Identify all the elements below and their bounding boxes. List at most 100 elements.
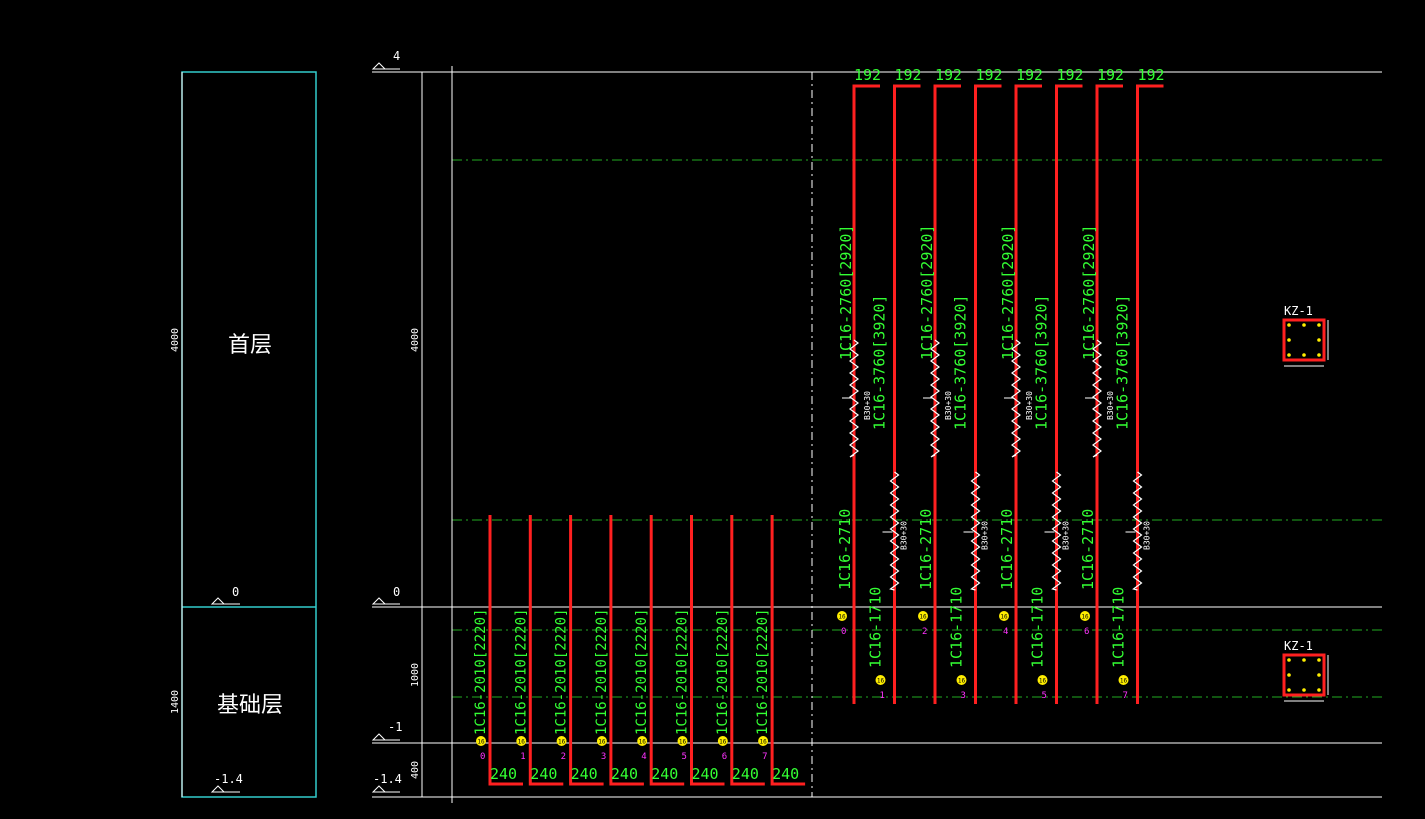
first-floor-name: 首层 bbox=[228, 333, 272, 358]
bar-marker-text: 16 bbox=[1120, 678, 1128, 685]
bar-marker bbox=[758, 736, 769, 746]
splice-zigzag bbox=[1132, 471, 1143, 591]
bar-marker-text: 16 bbox=[639, 739, 647, 746]
upper-bar-index: 5 bbox=[1042, 691, 1047, 701]
upper-bar-long bbox=[1095, 84, 1123, 704]
upper-bar-long-label: 1C16-2760[2920] bbox=[1080, 225, 1098, 360]
foundation-bar-index: 5 bbox=[682, 752, 687, 762]
bar-marker-text: 16 bbox=[719, 739, 727, 746]
lower-bar-label: 1C16-2710 bbox=[1079, 509, 1097, 590]
foundation-bar bbox=[730, 515, 765, 786]
foundation-bar-label: 1C16-2010[2220] bbox=[634, 609, 650, 735]
section-bar-dot bbox=[1287, 658, 1291, 662]
top-hook-label: 192 bbox=[895, 66, 922, 84]
upper-bar-index: 4 bbox=[1003, 627, 1008, 637]
upper-bar-long bbox=[852, 84, 880, 704]
section-bar-dot bbox=[1302, 323, 1306, 327]
bar-marker bbox=[956, 675, 967, 685]
foundation-name: 基础层 bbox=[217, 693, 283, 718]
upper-bar-index: 3 bbox=[961, 691, 966, 701]
foundation-bars: 1C16-2010[2220]1602401C16-2010[2220]1612… bbox=[473, 515, 806, 786]
bottom-hook-label: 240 bbox=[571, 765, 598, 783]
dim-400: 400 bbox=[410, 761, 421, 779]
splice-label: B30+30 bbox=[944, 391, 953, 420]
level-triangle-icon bbox=[371, 62, 387, 70]
splice-label: B30+30 bbox=[1025, 391, 1034, 420]
column-section bbox=[1282, 318, 1326, 362]
foundation-bar bbox=[488, 515, 523, 786]
splice-zigzag bbox=[1011, 339, 1021, 458]
bar-marker-text: 16 bbox=[1000, 614, 1008, 621]
section-bar-dot bbox=[1302, 688, 1306, 692]
top-hook-label: 192 bbox=[935, 66, 962, 84]
bar-marker-text: 16 bbox=[679, 739, 687, 746]
floor-legend: 4000 1400 首层 基础层 0 -1.4 bbox=[170, 71, 317, 798]
splice-zigzag bbox=[889, 471, 900, 591]
foundation-bar bbox=[770, 515, 806, 786]
legend-frame bbox=[181, 71, 317, 798]
section-bar-dot bbox=[1317, 323, 1321, 327]
dim-4000: 4000 bbox=[410, 328, 421, 352]
bar-marker-text: 16 bbox=[1081, 614, 1089, 621]
section-bar-dot bbox=[1287, 338, 1291, 342]
splice-label: B30+30 bbox=[1143, 521, 1152, 550]
lower-bar-label: 1C16-1710 bbox=[1110, 587, 1128, 668]
upper-bar-long-label: 1C16-3760[3920] bbox=[1033, 295, 1051, 430]
upper-bar-short bbox=[1136, 84, 1164, 704]
level-label-bottom: -1.4 bbox=[373, 772, 402, 786]
foundation-bar-index: 4 bbox=[641, 752, 646, 762]
section-bar-dot bbox=[1317, 688, 1321, 692]
foundation-bar-index: 2 bbox=[561, 752, 566, 762]
section-bar-dot bbox=[1287, 673, 1291, 677]
bar-marker bbox=[999, 611, 1009, 621]
bar-marker-text: 16 bbox=[477, 739, 485, 746]
bar-marker-text: 16 bbox=[958, 678, 966, 685]
level-triangle-icon bbox=[210, 785, 226, 793]
bar-marker-text: 16 bbox=[877, 678, 885, 685]
bar-marker bbox=[717, 736, 728, 746]
top-hook-label: 192 bbox=[1138, 66, 1165, 84]
upper-bar-index: 1 bbox=[880, 691, 885, 701]
bar-marker bbox=[875, 675, 886, 685]
bar-marker bbox=[1118, 675, 1129, 685]
section-bar-dot bbox=[1302, 353, 1306, 357]
foundation-bar bbox=[609, 515, 644, 786]
foundation-bar-label: 1C16-2010[2220] bbox=[513, 609, 529, 735]
bar-marker bbox=[637, 736, 648, 746]
bar-marker bbox=[1037, 675, 1048, 685]
lower-bar-label: 1C16-2710 bbox=[917, 509, 935, 590]
lower-bar-label: 1C16-2710 bbox=[836, 509, 854, 590]
section-bar-dot bbox=[1317, 658, 1321, 662]
splice-label: B30+30 bbox=[1106, 391, 1115, 420]
upper-bar-long-label: 1C16-3760[3920] bbox=[952, 295, 970, 430]
level-triangle-icon bbox=[371, 597, 387, 605]
bottom-hook-label: 240 bbox=[530, 765, 557, 783]
section-bar-dot bbox=[1287, 688, 1291, 692]
level-lines: 4000 1000 400 4 0 -1 -1.4 bbox=[371, 49, 1382, 803]
bar-marker bbox=[677, 736, 688, 746]
splice-label: B30+30 bbox=[981, 521, 990, 550]
bottom-hook-label: 240 bbox=[651, 765, 678, 783]
legend-dim-first-floor: 4000 bbox=[170, 328, 181, 352]
foundation-bar-index: 1 bbox=[520, 752, 525, 762]
foundation-bar bbox=[569, 515, 604, 786]
foundation-bar-label: 1C16-2010[2220] bbox=[554, 609, 570, 735]
top-hook-label: 192 bbox=[854, 66, 881, 84]
level-label-top: 4 bbox=[393, 49, 400, 63]
legend-level-bottom: -1.4 bbox=[214, 772, 243, 786]
splice-label: B30+30 bbox=[1062, 521, 1071, 550]
upper-bar-long-label: 1C16-3760[3920] bbox=[871, 295, 889, 430]
splice-zigzag bbox=[1092, 339, 1102, 458]
foundation-bar-index: 7 bbox=[762, 752, 767, 762]
legend-level-0: 0 bbox=[232, 585, 239, 599]
column-section-name: KZ-1 bbox=[1284, 304, 1313, 318]
section-bar-dot bbox=[1287, 323, 1291, 327]
foundation-bar-label: 1C16-2010[2220] bbox=[675, 609, 691, 735]
bar-marker bbox=[516, 736, 527, 746]
bar-marker-text: 16 bbox=[558, 739, 566, 746]
column-section bbox=[1282, 653, 1326, 697]
upper-bar-index: 6 bbox=[1084, 627, 1089, 637]
foundation-bar-index: 6 bbox=[722, 752, 727, 762]
section-bar-dot bbox=[1317, 338, 1321, 342]
upper-bar-short bbox=[1055, 84, 1083, 704]
